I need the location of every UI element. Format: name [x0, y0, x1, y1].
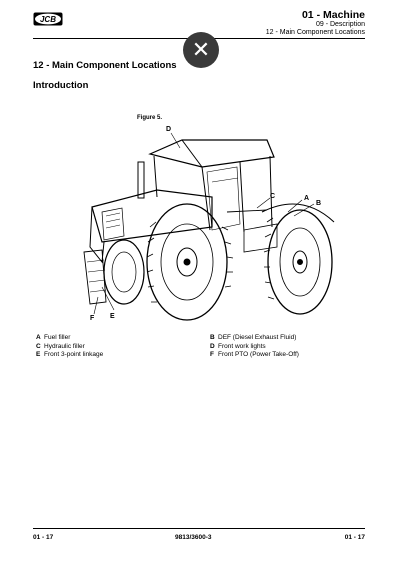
section-title: 01 - Machine	[301, 9, 365, 21]
callout-e: E	[110, 313, 115, 320]
callout-b: B	[316, 200, 321, 207]
callout-c: C	[270, 193, 275, 200]
document-code: 9813/3600-3	[175, 534, 212, 541]
page-title: 12 - Main Component Locations	[33, 60, 177, 71]
callout-a: A	[304, 195, 309, 202]
topic-title: 12 - Main Component Locations	[265, 29, 365, 37]
callout-d: D	[166, 126, 171, 133]
tractor-illustration: D A B C E F	[83, 126, 335, 322]
close-icon: ✕	[191, 37, 211, 62]
jcb-logo: JCB	[33, 12, 63, 26]
page-number-left: 01 - 17	[33, 534, 54, 541]
section-heading: Introduction	[33, 80, 89, 91]
figure-title: Figure 5.	[137, 115, 163, 121]
close-button[interactable]: ✕	[183, 32, 219, 68]
callout-f: F	[90, 315, 95, 322]
page-number-right: 01 - 17	[344, 534, 365, 541]
svg-text:JCB: JCB	[40, 15, 56, 24]
header-titles: 01 - Machine 09 - Description 12 - Main …	[266, 9, 365, 37]
footer-divider	[33, 528, 365, 529]
subsection-title: 09 - Description	[315, 21, 365, 29]
